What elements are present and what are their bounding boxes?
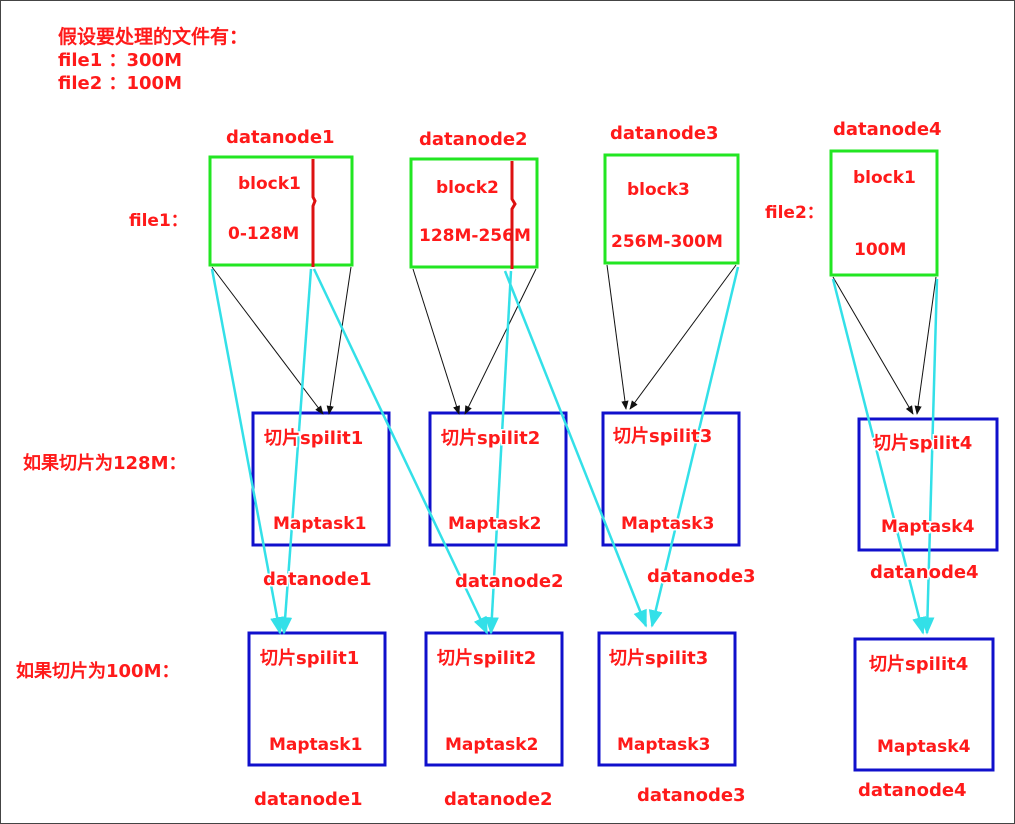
maptask-label: Maptask2 — [448, 514, 541, 534]
block-box — [829, 149, 939, 277]
header-title: 假设要处理的文件有： — [58, 25, 248, 48]
split-datanode-label: datanode1 — [254, 789, 363, 810]
split-label: 切片spilit1 — [260, 647, 359, 669]
arrow-100m — [278, 268, 313, 635]
arrow-128m — [211, 266, 324, 415]
split-label: 切片spilit2 — [441, 427, 540, 449]
arrow-100m — [920, 278, 939, 635]
split-box-128m — [857, 417, 999, 552]
maptask-label: Maptask3 — [617, 735, 710, 755]
block-datanode-label: datanode1 — [226, 127, 335, 148]
split-label: 切片spilit4 — [869, 653, 968, 675]
split-datanode-label: datanode2 — [444, 789, 553, 810]
arrow-128m — [464, 268, 537, 415]
block-name: block1 — [853, 168, 916, 188]
block-range: 0-128M — [228, 224, 299, 244]
block-box — [409, 157, 539, 269]
block-range: 100M — [854, 240, 906, 260]
maptask-label: Maptask1 — [269, 735, 362, 755]
split-marker-100m — [311, 159, 317, 267]
split-label: 切片spilit4 — [873, 432, 972, 454]
maptask-label: Maptask2 — [445, 735, 538, 755]
maptask-label: Maptask4 — [881, 517, 975, 537]
arrow-100m — [503, 270, 648, 628]
split-datanode-label: datanode4 — [870, 562, 979, 583]
row-label-100m: 如果切片为100M： — [16, 660, 180, 682]
arrow-128m — [326, 266, 352, 415]
split-box-128m — [428, 411, 568, 547]
file1-label: file1： — [129, 211, 188, 231]
split-box-100m — [853, 637, 995, 772]
split-label: 切片spilit2 — [437, 647, 536, 669]
split-label: 切片spilit3 — [609, 647, 708, 669]
row-label-128m: 如果切片为128M： — [23, 452, 187, 474]
arrow-128m — [606, 264, 629, 410]
arrow-128m — [914, 276, 937, 415]
split-box-100m — [597, 631, 737, 767]
block-datanode-label: datanode2 — [419, 129, 528, 150]
arrow-100m — [831, 278, 926, 635]
maptask-label: Maptask1 — [273, 514, 366, 534]
arrow-100m — [312, 268, 489, 635]
split-marker-100m — [510, 161, 517, 269]
split-datanode-label: datanode2 — [455, 571, 564, 592]
header-file1-size: file1 ：300M — [58, 50, 182, 71]
file2-label: file2： — [765, 203, 824, 223]
arrow-100m — [484, 270, 513, 635]
split-datanode-label: datanode3 — [647, 566, 756, 587]
header-file2-size: file2 ：100M — [58, 73, 182, 94]
arrow-128m — [629, 264, 737, 410]
split-datanode-label: datanode3 — [637, 785, 746, 806]
arrow-100m — [648, 266, 740, 628]
split-datanode-label: datanode4 — [858, 780, 967, 801]
block-range: 128M-256M — [419, 226, 531, 246]
block-range: 256M-300M — [611, 232, 723, 252]
block-name: block2 — [436, 178, 499, 198]
block-box — [603, 153, 740, 265]
maptask-label: Maptask4 — [877, 737, 971, 757]
split-label: 切片spilit3 — [613, 425, 712, 447]
arrow-100m — [210, 268, 284, 635]
block-name: block3 — [627, 180, 690, 200]
split-box-100m — [247, 631, 387, 767]
block-box — [208, 155, 354, 267]
split-datanode-label: datanode1 — [263, 569, 372, 590]
block-datanode-label: datanode4 — [833, 119, 942, 140]
arrow-128m — [832, 276, 914, 415]
arrow-128m — [412, 268, 460, 415]
maptask-label: Maptask3 — [621, 514, 714, 534]
split-label: 切片spilit1 — [264, 427, 363, 449]
block-datanode-label: datanode3 — [610, 123, 719, 144]
block-name: block1 — [238, 174, 301, 194]
